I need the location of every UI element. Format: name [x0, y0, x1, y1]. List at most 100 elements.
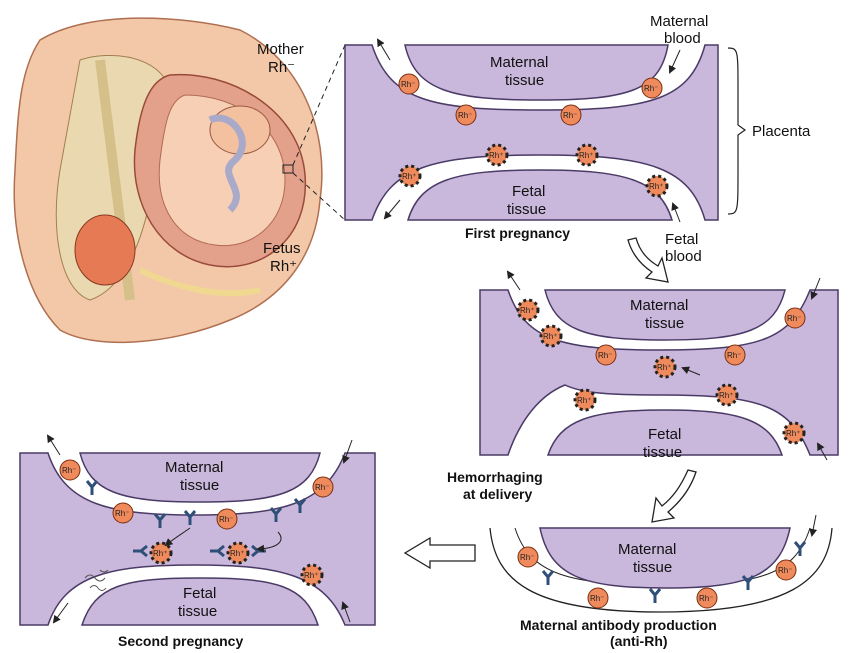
panel-hemorrhaging: Maternal tissue Fetal tissue Rh⁺ Rh⁺ Rh⁺…	[447, 272, 838, 502]
first-maternal-label-2: tissue	[505, 72, 544, 89]
svg-text:Rh⁻: Rh⁻	[727, 351, 741, 360]
flow-arrow-to-hemorrhage	[628, 238, 668, 282]
maternal-blood-label-1: Maternal	[650, 13, 708, 30]
first-flow-arrow-2	[670, 50, 680, 72]
hemorrhage-maternal-label-2: tissue	[645, 315, 684, 332]
hemorrhage-rh-pos-cell-1: Rh⁺	[518, 300, 538, 320]
antibody-rh-neg-cell-3: Rh⁻	[697, 588, 717, 608]
svg-text:Rh⁻: Rh⁻	[315, 483, 329, 492]
hemorrhage-fetal-label-1: Fetal	[648, 426, 681, 443]
hemorrhage-rh-neg-cell-2: Rh⁻	[725, 345, 745, 365]
svg-text:Rh⁺: Rh⁺	[153, 549, 167, 558]
second-maternal-label-2: tissue	[180, 477, 219, 494]
svg-text:Rh⁻: Rh⁻	[401, 80, 415, 89]
svg-text:Rh⁻: Rh⁻	[520, 553, 534, 562]
svg-text:Rh⁻: Rh⁻	[598, 351, 612, 360]
hemorrhage-rh-pos-cell-2: Rh⁺	[541, 326, 561, 346]
first-flow-arrow-4	[673, 204, 680, 222]
second-rh-neg-cell-2: Rh⁻	[113, 503, 133, 523]
hemorrhage-rh-neg-cell-3: Rh⁻	[785, 308, 805, 328]
panel-first-pregnancy: Maternal tissue Fetal tissue Rh⁻ Rh⁻ Rh⁻…	[345, 40, 718, 241]
second-rh-neg-cell-3: Rh⁻	[217, 509, 237, 529]
second-rh-pos-cell-2: Rh⁺	[228, 543, 248, 563]
first-fetal-label-1: Fetal	[512, 183, 545, 200]
second-maternal-label-1: Maternal	[165, 459, 223, 476]
second-rh-neg-cell-1: Rh⁻	[60, 460, 80, 480]
antibody-maternal-label-1: Maternal	[618, 541, 676, 558]
svg-text:Rh⁺: Rh⁺	[786, 429, 800, 438]
hemorrhage-flow-arrow-1	[508, 272, 520, 290]
svg-text:Rh⁻: Rh⁻	[699, 594, 713, 603]
first-rh-pos-cell-1: Rh⁺	[487, 145, 507, 165]
hemorrhage-rh-pos-cell-4: Rh⁺	[575, 390, 595, 410]
second-fetal-label-1: Fetal	[183, 585, 216, 602]
first-rh-pos-cell-2: Rh⁺	[577, 145, 597, 165]
flow-arrow-to-second	[405, 538, 475, 568]
antibody-maternal-label-2: tissue	[633, 559, 672, 576]
svg-text:Rh⁻: Rh⁻	[590, 594, 604, 603]
first-maternal-label-1: Maternal	[490, 54, 548, 71]
panel-second-pregnancy: Maternal tissue Fetal tissue Rh⁻ Rh⁻ Rh⁻…	[20, 436, 375, 649]
first-rh-neg-cell-1: Rh⁻	[399, 74, 419, 94]
antibody-caption-1: Maternal antibody production	[520, 617, 717, 633]
antibody-rh-neg-cell-4: Rh⁻	[776, 560, 796, 580]
placenta-label: Placenta	[752, 123, 811, 140]
svg-text:Rh⁻: Rh⁻	[787, 314, 801, 323]
hemorrhage-rh-pos-cell-5: Rh⁺	[717, 385, 737, 405]
fetal-blood-label-2: blood	[665, 248, 702, 265]
svg-text:Rh⁻: Rh⁻	[458, 111, 472, 120]
first-rh-neg-cell-4: Rh⁻	[642, 78, 662, 98]
second-rh-neg-cell-4: Rh⁻	[313, 477, 333, 497]
mother-label: Mother	[257, 41, 304, 58]
antibody-caption-2: (anti-Rh)	[610, 633, 668, 649]
first-rh-neg-cell-2: Rh⁻	[456, 105, 476, 125]
svg-text:Rh⁻: Rh⁻	[115, 509, 129, 518]
maternal-blood-label-2: blood	[664, 30, 701, 47]
second-flow-arrow-1	[48, 436, 60, 455]
svg-text:Rh⁻: Rh⁻	[62, 466, 76, 475]
hemorrhage-rh-pos-cell-6: Rh⁺	[784, 423, 804, 443]
first-flow-arrow-1	[378, 40, 390, 60]
svg-text:Rh⁺: Rh⁺	[543, 332, 557, 341]
fetus-rh-label: Rh⁺	[270, 258, 297, 275]
panel-antibody-production: Maternal tissue Rh⁻ Rh⁻ Rh⁻ Rh⁻ Maternal…	[490, 515, 832, 649]
svg-text:Rh⁻: Rh⁻	[219, 515, 233, 524]
svg-text:Rh⁺: Rh⁺	[719, 391, 733, 400]
second-rh-pos-cell-1: Rh⁺	[151, 543, 171, 563]
hemorrhage-rh-neg-cell-1: Rh⁻	[596, 345, 616, 365]
hemorrhage-maternal-label-1: Maternal	[630, 297, 688, 314]
first-rh-pos-cell-3: Rh⁺	[400, 166, 420, 186]
hemorrhage-fetal-label-2: tissue	[643, 444, 682, 461]
svg-text:Rh⁻: Rh⁻	[563, 111, 577, 120]
svg-text:Rh⁺: Rh⁺	[577, 396, 591, 405]
svg-text:Rh⁺: Rh⁺	[657, 363, 671, 372]
antibody-rh-neg-cell-2: Rh⁻	[588, 588, 608, 608]
svg-text:Rh⁺: Rh⁺	[402, 172, 416, 181]
second-pregnancy-caption: Second pregnancy	[118, 633, 243, 649]
first-pregnancy-caption: First pregnancy	[465, 225, 570, 241]
svg-text:Rh⁺: Rh⁺	[520, 306, 534, 315]
svg-text:Rh⁺: Rh⁺	[579, 151, 593, 160]
first-rh-neg-cell-3: Rh⁻	[561, 105, 581, 125]
antibody-rh-neg-cell-1: Rh⁻	[518, 547, 538, 567]
second-fetal-label-2: tissue	[178, 603, 217, 620]
first-rh-pos-cell-4: Rh⁺	[647, 176, 667, 196]
placenta-bracket	[728, 48, 745, 214]
hemorrhage-caption-1: Hemorrhaging	[447, 469, 543, 485]
fetal-blood-label-1: Fetal	[665, 231, 698, 248]
second-rh-pos-cell-3: Rh⁺	[302, 565, 322, 585]
svg-text:Rh⁻: Rh⁻	[778, 566, 792, 575]
svg-text:Rh⁻: Rh⁻	[644, 84, 658, 93]
first-flow-arrow-3	[385, 200, 400, 218]
mother-rh-label: Rh⁻	[268, 59, 295, 76]
svg-text:Rh⁺: Rh⁺	[489, 151, 503, 160]
fetus-label: Fetus	[263, 240, 301, 257]
svg-text:Rh⁺: Rh⁺	[649, 182, 663, 191]
svg-text:Rh⁺: Rh⁺	[230, 549, 244, 558]
svg-text:Rh⁺: Rh⁺	[304, 571, 318, 580]
first-fetal-label-2: tissue	[507, 201, 546, 218]
hemorrhage-caption-2: at delivery	[463, 486, 532, 502]
hemorrhage-rh-pos-cell-3: Rh⁺	[655, 357, 675, 377]
